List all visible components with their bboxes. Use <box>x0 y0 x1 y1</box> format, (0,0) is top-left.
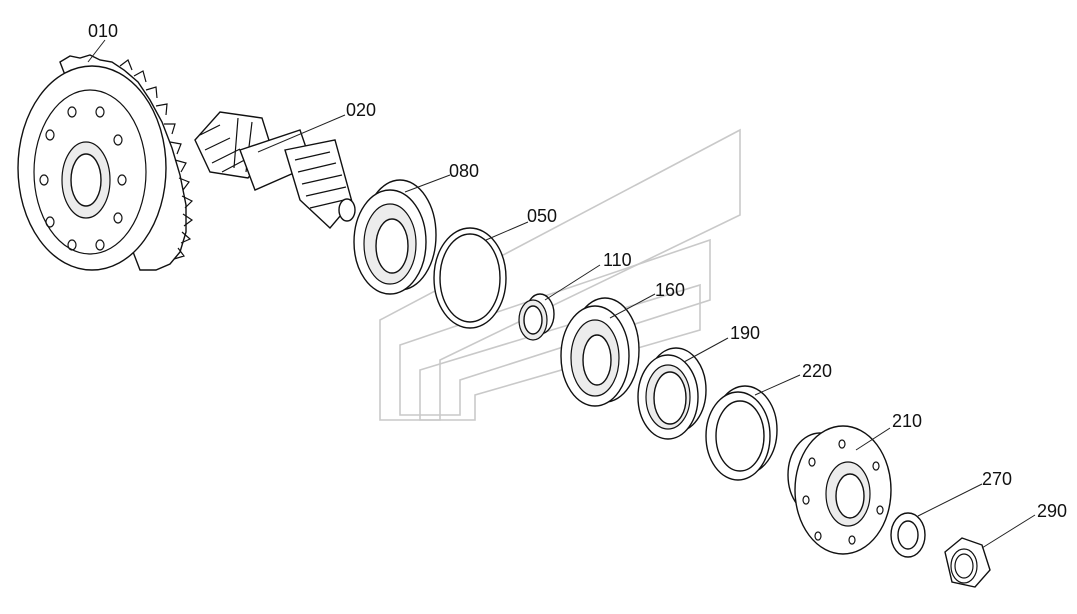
pinion-shaft-020[interactable] <box>194 111 356 230</box>
label-020: 020 <box>346 100 376 120</box>
leader-lines <box>87 39 1036 549</box>
bolt-holes <box>39 106 127 251</box>
label-160: 160 <box>655 280 685 300</box>
label-080: 080 <box>449 161 479 181</box>
label-270: 270 <box>982 469 1012 489</box>
label-010: 010 <box>88 21 118 41</box>
dust-cover-220[interactable] <box>705 385 778 481</box>
seal-190[interactable] <box>637 347 707 440</box>
bearing-080[interactable] <box>353 179 437 295</box>
label-190: 190 <box>730 323 760 343</box>
label-050: 050 <box>527 206 557 226</box>
label-290: 290 <box>1037 501 1067 521</box>
o-ring-050[interactable] <box>433 227 507 329</box>
washer-270[interactable] <box>890 512 926 558</box>
part-labels: 010 020 080 050 110 160 190 220 210 270 … <box>88 21 1067 521</box>
background-watermark <box>379 128 741 421</box>
ring-gear-010[interactable] <box>17 54 194 271</box>
flange-210[interactable] <box>787 425 892 555</box>
flange-bolt-holes <box>802 439 884 545</box>
spacer-110[interactable] <box>518 293 555 341</box>
bearing-160[interactable] <box>560 297 640 407</box>
label-210: 210 <box>892 411 922 431</box>
label-220: 220 <box>802 361 832 381</box>
nut-290[interactable] <box>944 537 991 588</box>
gear-teeth <box>119 59 194 260</box>
label-110: 110 <box>603 250 632 270</box>
